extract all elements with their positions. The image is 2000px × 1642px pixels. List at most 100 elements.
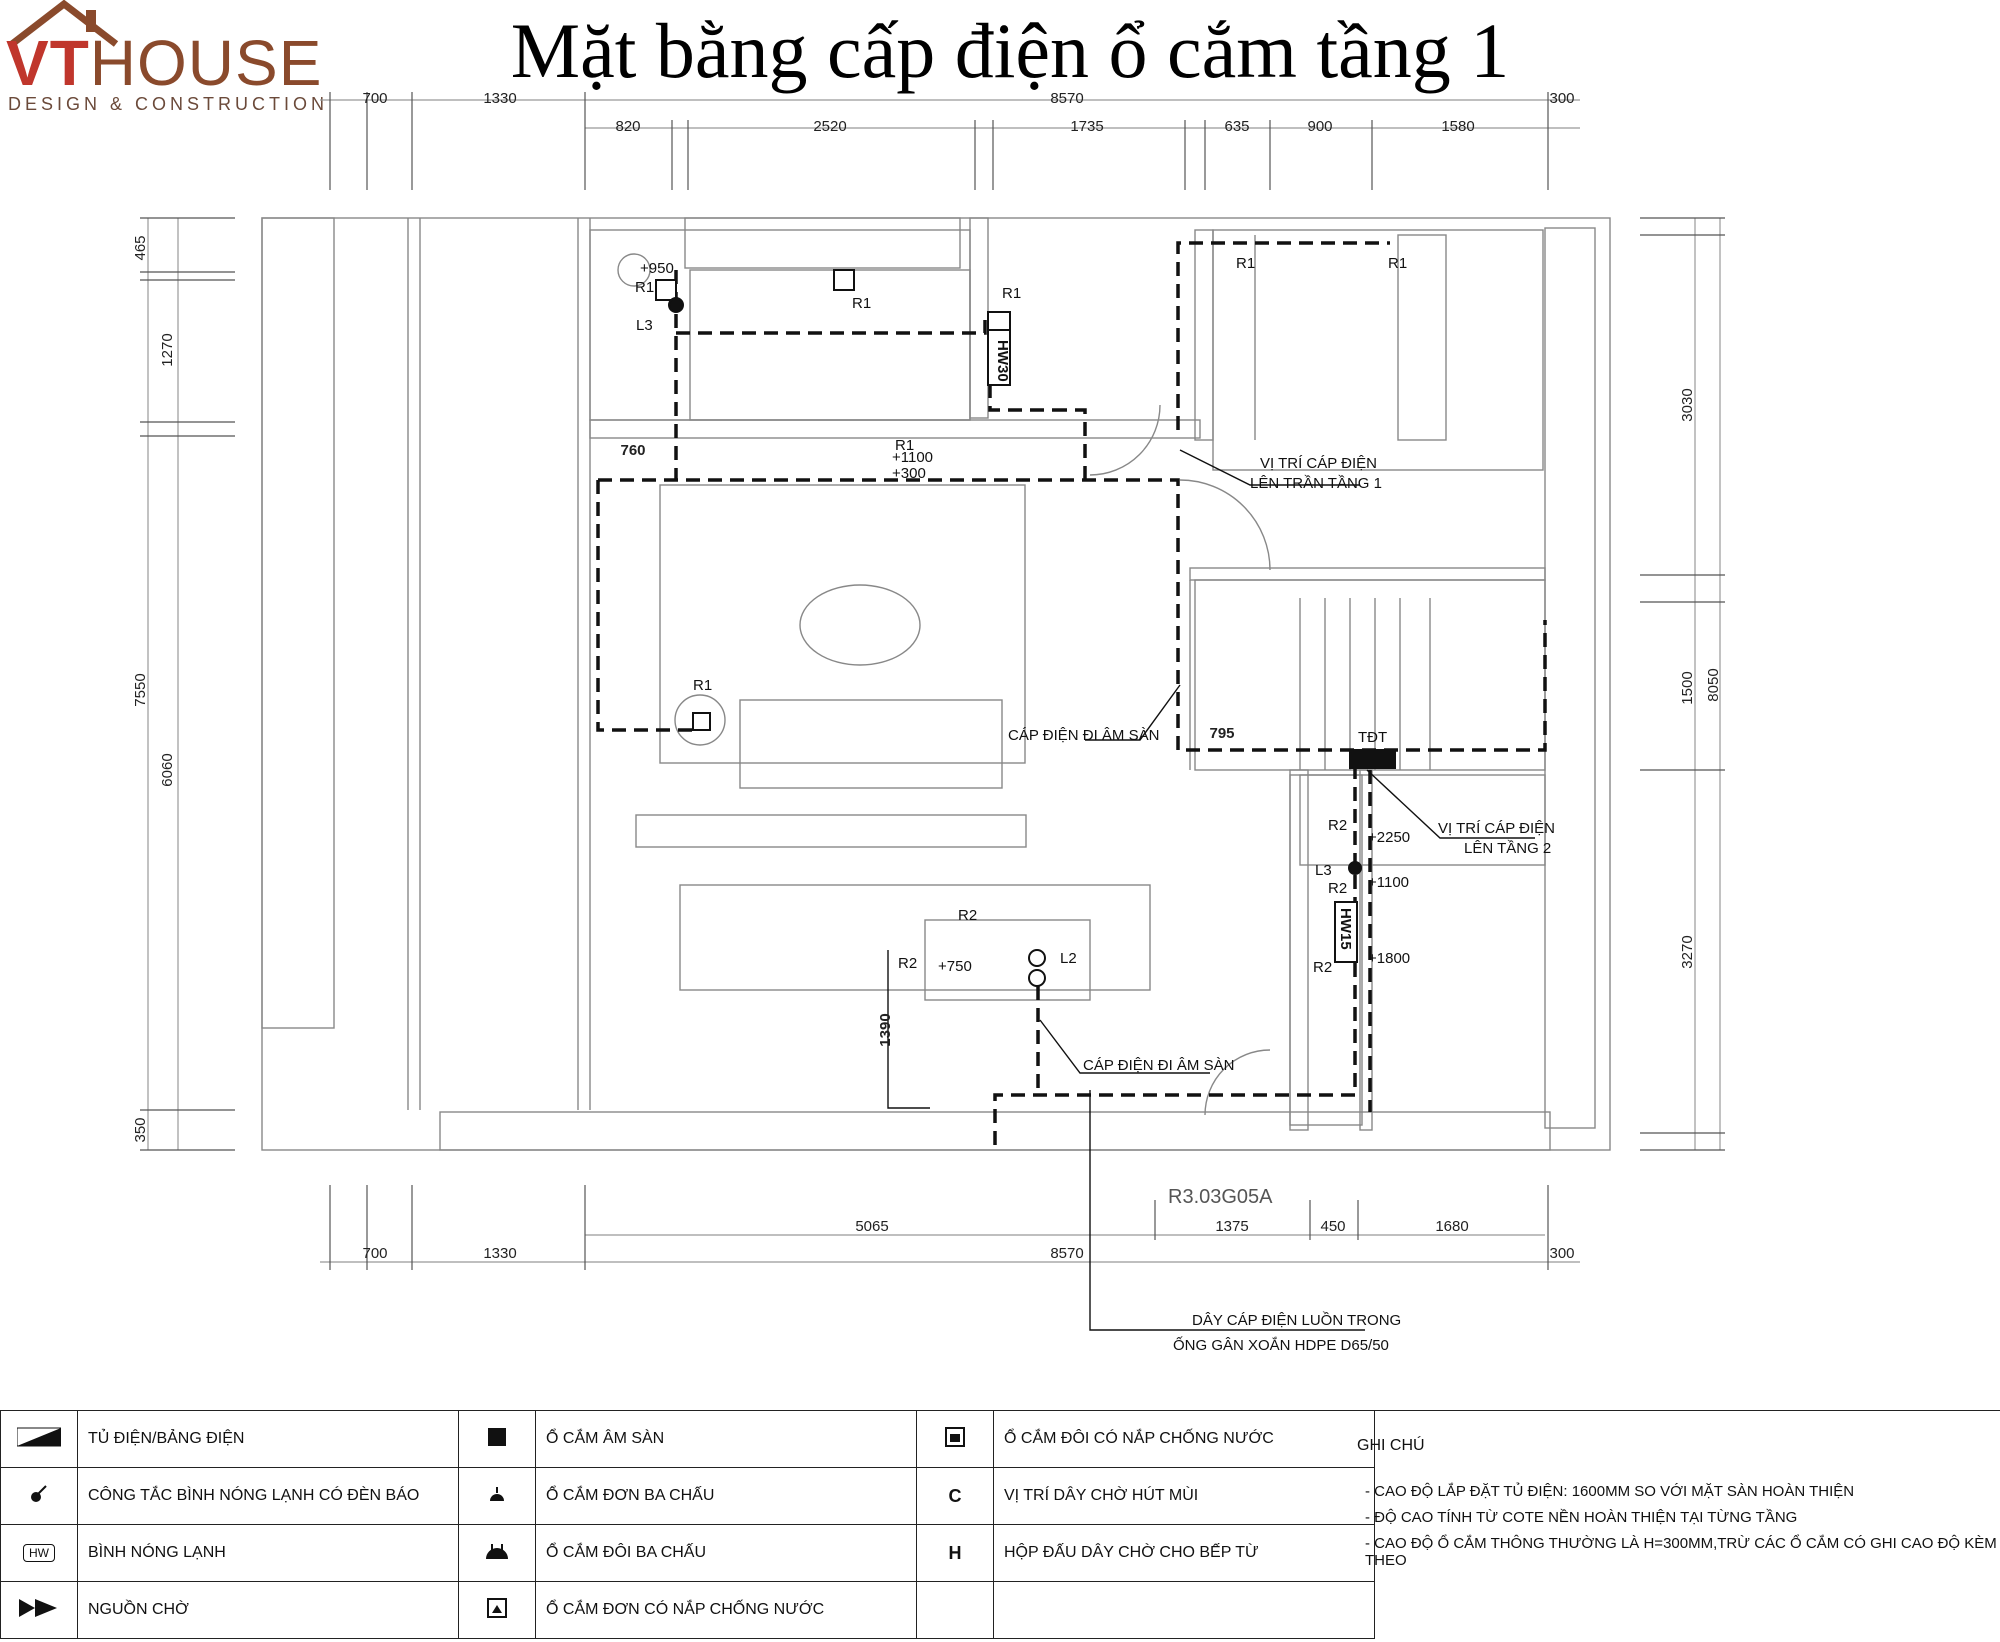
height-label: +1800 [1368, 950, 1410, 967]
dim-top-2: 2520 [813, 118, 846, 135]
legend-item [993, 1581, 1375, 1639]
dim-top-1: 8570 [1050, 90, 1083, 107]
dim-top-1: 300 [1549, 90, 1574, 107]
legend-item: CÔNG TẮC BÌNH NÓNG LẠNH CÓ ĐÈN BÁO [77, 1467, 459, 1525]
legend-item: HỘP ĐẤU DÂY CHỜ CHO BẾP TỪ [993, 1524, 1375, 1582]
legend: TỦ ĐIỆN/BẢNG ĐIỆN Ổ CẮM ÂM SÀN Ổ CẮM ĐÔI… [0, 1410, 2000, 1641]
height-label: +1100 [892, 449, 933, 466]
company-logo: VTHOUSE DESIGN & CONSTRUCTION [6, 0, 336, 120]
hob-icon: H [916, 1524, 994, 1582]
dim-right: 3270 [1679, 935, 1696, 968]
dim-bottom-2: 1330 [483, 1245, 516, 1262]
panel-icon [0, 1410, 78, 1468]
dim-top-2: 1735 [1070, 118, 1103, 135]
note-ceiling-riser: VỊ TRÍ CÁP ĐIỆN [1260, 455, 1377, 472]
note-underfloor: CÁP ĐIỆN ĐI ÂM SÀN [1008, 727, 1159, 744]
logo-brand: VTHOUSE [6, 27, 323, 99]
page-title: Mặt bằng cấp điện ổ cắm tầng 1 [510, 7, 1510, 94]
outlet-label: R1 [1002, 285, 1021, 302]
dim-top-2: 900 [1307, 118, 1332, 135]
switch-label: L3 [1315, 862, 1332, 879]
height-label: +950 [640, 260, 674, 277]
dim-bottom-2: 300 [1549, 1245, 1574, 1262]
dimension-lines [140, 92, 1725, 1270]
notes-panel: GHI CHÚ - CAO ĐỘ LẮP ĐẶT TỦ ĐIỆN: 1600MM… [1325, 1410, 2000, 1642]
outlet-label: R1 [1388, 255, 1407, 272]
dim-bottom-2: 700 [362, 1245, 387, 1262]
drawing-code: R3.03G05A [1168, 1186, 1273, 1208]
dim-inner: 1390 [877, 1013, 894, 1046]
dim-top-1: 700 [362, 90, 387, 107]
height-label: +300 [892, 465, 926, 482]
legend-table: TỦ ĐIỆN/BẢNG ĐIỆN Ổ CẮM ÂM SÀN Ổ CẮM ĐÔI… [0, 1410, 1375, 1639]
water-heater-icon: HW [0, 1524, 78, 1582]
dim-right: 3030 [1679, 388, 1696, 421]
note-line: - ĐỘ CAO TÍNH TỪ COTE NỀN HOÀN THIỆN TẠI… [1365, 1509, 1798, 1526]
dim-bottom-1: 450 [1320, 1218, 1345, 1235]
logo-tagline: DESIGN & CONSTRUCTION [8, 94, 329, 114]
legend-item: NGUỒN CHỜ [77, 1581, 459, 1639]
dim-top-1: 1330 [483, 90, 516, 107]
outlet-label: R1 [693, 677, 712, 694]
legend-item: Ổ CẮM ĐƠN CÓ NẮP CHỐNG NƯỚC [535, 1581, 917, 1639]
heater-label: HW30 [994, 340, 1011, 382]
switch-label: L2 [1060, 950, 1077, 967]
empty-cell [916, 1581, 994, 1639]
legend-item: TỦ ĐIỆN/BẢNG ĐIỆN [77, 1410, 459, 1468]
double-outlet-icon [458, 1524, 536, 1582]
hood-icon: C [916, 1467, 994, 1525]
dim-left: 350 [132, 1117, 149, 1142]
leader-lines [887, 449, 1535, 1331]
outlet-label: R2 [1313, 959, 1332, 976]
dim-bottom-1: 1375 [1215, 1218, 1248, 1235]
legend-item: Ổ CẮM ĐƠN BA CHẤU [535, 1467, 917, 1525]
outlet-label: R1 [1236, 255, 1255, 272]
legend-item: BÌNH NÓNG LẠNH [77, 1524, 459, 1582]
height-label: +2250 [1368, 829, 1410, 846]
height-label: +1100 [1368, 874, 1409, 891]
legend-item: Ổ CẮM ĐÔI CÓ NẮP CHỐNG NƯỚC [993, 1410, 1375, 1468]
legend-item: Ổ CẮM ĐÔI BA CHẤU [535, 1524, 917, 1582]
note-floor-riser: VỊ TRÍ CÁP ĐIỆN [1438, 820, 1555, 837]
outlet-label: R1 [852, 295, 871, 312]
dim-left: 1270 [159, 333, 176, 366]
heater-label: HW15 [1337, 908, 1354, 950]
dim-left: 465 [132, 235, 149, 260]
outlet-label: R2 [1328, 880, 1347, 897]
heater-switch-icon [0, 1467, 78, 1525]
dim-right: 8050 [1705, 668, 1722, 701]
legend-item: Ổ CẮM ÂM SÀN [535, 1410, 917, 1468]
dim-top-2: 1580 [1441, 118, 1474, 135]
note-conduit: ỐNG GÂN XOẮN HDPE D65/50 [1173, 1336, 1389, 1354]
dim-bottom-2: 8570 [1050, 1245, 1083, 1262]
dim-inner: 760 [620, 442, 645, 459]
single-outlet-icon [458, 1467, 536, 1525]
outlet-label: R2 [1328, 817, 1347, 834]
power-source-icon [0, 1581, 78, 1639]
height-label: +750 [938, 958, 972, 975]
outlet-label: R2 [958, 907, 977, 924]
symbols [655, 269, 1396, 987]
dim-bottom-1: 1680 [1435, 1218, 1468, 1235]
dim-left: 6060 [159, 753, 176, 786]
dim-left: 7550 [132, 673, 149, 706]
note-conduit: DÂY CÁP ĐIỆN LUỒN TRONG [1192, 1311, 1401, 1329]
note-line: - CAO ĐỘ LẮP ĐẶT TỦ ĐIỆN: 1600MM SO VỚI … [1365, 1483, 1855, 1500]
notes-title: GHI CHÚ [1357, 1437, 1425, 1454]
dim-top-2: 820 [615, 118, 640, 135]
outlet-label: R1 [895, 437, 914, 454]
double-waterproof-outlet-icon [916, 1410, 994, 1468]
dim-right: 1500 [1679, 671, 1696, 704]
outlet-label: R2 [898, 955, 917, 972]
note-ceiling-riser: LÊN TRẦN TẦNG 1 [1250, 475, 1382, 492]
switch-label: L3 [636, 317, 653, 334]
legend-item: VỊ TRÍ DÂY CHỜ HÚT MÙI [993, 1467, 1375, 1525]
dim-bottom-1: 5065 [855, 1218, 888, 1235]
dim-inner: 795 [1209, 725, 1234, 742]
note-line: - CAO ĐỘ Ổ CẮM THÔNG THƯỜNG LÀ H=300MM,T… [1365, 1535, 1997, 1569]
note-underfloor: CÁP ĐIỆN ĐI ÂM SÀN [1083, 1057, 1234, 1074]
floor-outlet-icon [458, 1410, 536, 1468]
panel-label: TĐT [1358, 729, 1387, 746]
